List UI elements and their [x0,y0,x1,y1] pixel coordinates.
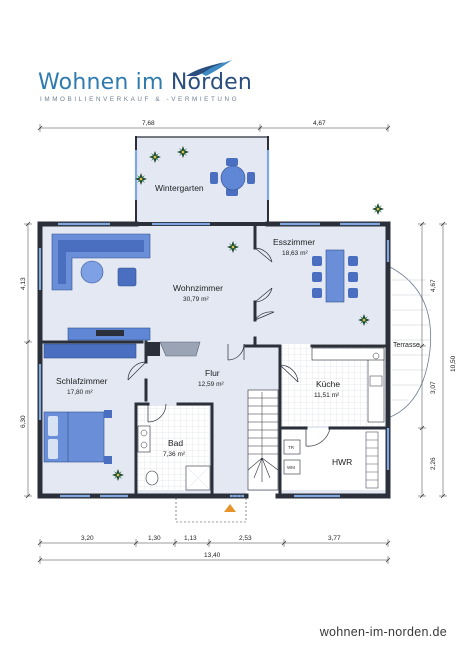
room-name-wohnzimmer: Wohnzimmer [173,283,223,293]
dimension-bottom-4: 2,53 [239,535,252,542]
room-area-schlafzimmer: 17,80 m² [67,389,93,396]
kitchen-counter [311,347,385,423]
dimension-left-top: 4,13 [20,277,27,290]
fireplace [146,342,160,356]
room-area-kueche: 11,51 m² [314,392,340,399]
hwr-appliances [283,431,379,489]
living-sofa [51,233,151,291]
dimension-top-left: 7,68 [142,120,155,127]
brand-logo: Wohnen im Norden IMMOBILIENVERKAUF & -VE… [38,60,278,110]
dimension-bottom-2: 1,30 [148,535,161,542]
dimension-bottom-1: 3,20 [81,535,94,542]
website-url: wohnen-im-norden.de [319,625,447,639]
room-area-bad: 7,36 m² [163,451,186,458]
room-name-schlafzimmer: Schlafzimmer [56,376,108,386]
terrace-slats [392,279,431,401]
wintergarten-floor [136,137,268,222]
bird-icon [186,60,232,76]
room-name-bad: Bad [168,438,183,448]
kitchen-hood [159,341,201,357]
dimension-bottom-5: 3,77 [328,535,341,542]
living-tv [96,330,124,336]
room-name-wintergarten: Wintergarten [155,183,204,193]
dimension-right-1: 4,67 [430,279,437,292]
entrance-canopy [175,495,247,523]
dimension-bottom-total: 13,40 [204,552,221,559]
dryer-label: TR [288,445,295,450]
wintergarten-dining-set [210,158,255,196]
washer-label: WM [287,465,295,470]
brand-name-part1: Wohnen im [38,70,171,95]
dining-set [312,249,358,303]
plant-icon [372,203,384,215]
room-area-wohnzimmer: 30,79 m² [183,296,209,303]
bath-fixtures [137,425,211,491]
room-name-hwr: HWR [332,457,352,467]
dimension-right-3: 2,26 [430,457,437,470]
doors [127,247,331,447]
brand-tagline: IMMOBILIENVERKAUF & -VERMIETUNG [40,96,240,103]
dimension-top-right: 4,67 [313,120,326,127]
room-name-flur: Flur [205,368,220,378]
dimension-right-total: 10,50 [450,355,457,372]
windows [38,150,390,498]
room-area-esszimmer: 18,63 m² [282,250,308,257]
dimension-bottom-3: 1,13 [184,535,197,542]
entrance-arrow-icon [224,504,236,512]
staircase [247,389,279,491]
dimension-lines [24,124,447,564]
dimension-right-2: 3,07 [430,381,437,394]
brand-name: Wohnen im Norden [38,70,252,95]
room-name-terrasse: Terrasse [393,342,420,349]
room-name-kueche: Küche [316,379,340,389]
bedroom-wardrobe [43,343,137,359]
room-name-esszimmer: Esszimmer [273,237,315,247]
dimension-left-bottom: 6,30 [20,415,27,428]
bed [43,410,112,464]
brand-name-part2: Norden [170,70,253,95]
room-area-flur: 12,59 m² [198,381,224,388]
terrace-floor [387,265,432,419]
